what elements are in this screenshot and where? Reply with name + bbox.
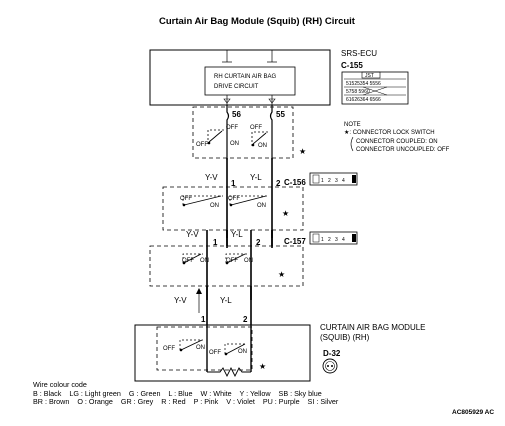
sw2-off-top: OFF — [250, 125, 262, 131]
wire-yl-label-3: Y-L — [220, 296, 232, 305]
diagram-title: Curtain Air Bag Module (Squib) (RH) Circ… — [159, 16, 356, 27]
module-pin-left: 1 — [201, 315, 206, 324]
c156-face-pin3: 3 — [335, 178, 338, 184]
figure-code: AC805929 AC — [452, 409, 495, 416]
module-sw1-on: ON — [196, 345, 205, 351]
c157-sw1-off: OFF — [182, 258, 194, 264]
ecu-pin-right: 55 — [276, 110, 285, 119]
sw1-off-top: OFF — [226, 125, 238, 131]
module-sw2-off: OFF — [209, 350, 221, 356]
legend-title: Wire colour code — [33, 380, 87, 389]
drive-circuit-box — [204, 66, 296, 96]
ecu-lock-star: ★ — [299, 147, 306, 156]
c156-face-pin1: 1 — [321, 178, 324, 184]
ecu-connector-id: C-155 — [341, 61, 363, 70]
connector-c156: 1 2 OFF ON OFF ON ★ C-156 1 2 3 4 — [162, 172, 358, 238]
c157-face-pin4: 4 — [342, 237, 345, 243]
wire-yl-label-1: Y-L — [250, 173, 262, 182]
ecu-connector-section: 56 55 OFF OFF ON OFF ON ★ — [192, 105, 306, 160]
c156-sw2-off: OFF — [228, 196, 240, 202]
c157-pin-left: 1 — [213, 238, 218, 247]
module-sw2-on: ON — [238, 349, 247, 355]
c156-face-pin4: 4 — [342, 178, 345, 184]
drive-circuit-line1: RH CURTAIN AIR BAG — [214, 74, 276, 80]
ecu-connector-row3: 61626364 6566 — [346, 97, 381, 103]
c157-face-pin3: 3 — [335, 237, 338, 243]
module-connector-id: D-32 — [323, 349, 341, 358]
c156-pin-left: 1 — [231, 179, 236, 188]
ecu-connector-face: JST 51525354 5556 5758 5960 61626364 656… — [341, 71, 409, 105]
ecu-pin-left: 56 — [232, 110, 241, 119]
c156-sw2-on: ON — [257, 203, 266, 209]
c157-face-pin2: 2 — [328, 237, 331, 243]
note-lock-switch: ★: CONNECTOR LOCK SWITCH — [344, 129, 435, 136]
c157-pin-right: 2 — [256, 238, 261, 247]
c156-face-pin2: 2 — [328, 178, 331, 184]
ecu-connector-row1: 51525354 5556 — [346, 81, 381, 87]
note-coupled: CONNECTOR COUPLED: ON — [356, 139, 438, 145]
module-name-line2: (SQUIB) (RH) — [320, 333, 370, 342]
sw1-off: OFF — [196, 142, 208, 148]
c157-face-pin1: 1 — [321, 237, 324, 243]
squib-resistor — [207, 366, 251, 378]
legend-line2: BR : Brown O : Orange GR : Grey R : Red … — [33, 397, 339, 407]
ecu-name: SRS-ECU — [341, 49, 377, 58]
module-sw1-off: OFF — [163, 346, 175, 352]
module-pin-right: 2 — [243, 315, 248, 324]
c157-sw2-off: OFF — [226, 258, 238, 264]
c156-pin-right: 2 — [276, 179, 281, 188]
c156-id: C-156 — [284, 178, 306, 187]
ecu-connector-row2: 5758 5960 — [346, 89, 370, 95]
c157-id: C-157 — [284, 237, 306, 246]
ecu-connector-type: JST — [365, 73, 374, 79]
wire-yv-label-3: Y-V — [174, 296, 187, 305]
c157-sw2-on: ON — [244, 258, 253, 264]
c157-lock-star: ★ — [278, 270, 285, 279]
wire-yv-label-2: Y-V — [186, 230, 199, 239]
wire-yl-label-2: Y-L — [231, 230, 243, 239]
sw1-on: ON — [230, 141, 239, 147]
note-title: NOTE — [344, 122, 361, 128]
drive-circuit-line2: DRIVE CIRCUIT — [214, 84, 259, 90]
srs-ecu: RH CURTAIN AIR BAG DRIVE CIRCUIT — [149, 49, 331, 106]
c156-sw1-on: ON — [210, 203, 219, 209]
wire-yv-label-1: Y-V — [205, 173, 218, 182]
air-bag-module: 1 2 OFF ON OFF ON ★ — [134, 315, 311, 382]
module-connector-face — [322, 358, 338, 374]
c156-sw1-off: OFF — [180, 196, 192, 202]
connector-c157: 1 2 OFF ON OFF ON ★ C-157 1 2 3 4 — [149, 230, 358, 300]
c157-sw1-on: ON — [200, 258, 209, 264]
module-lock-star: ★ — [259, 362, 266, 371]
legend-line1: B : Black LG : Light green G : Green L :… — [33, 388, 322, 398]
module-name-line1: CURTAIN AIR BAG MODULE — [320, 323, 426, 332]
sw2-on: ON — [258, 143, 267, 149]
c156-lock-star: ★ — [282, 209, 289, 218]
note-uncoupled: CONNECTOR UNCOUPLED: OFF — [356, 147, 450, 153]
